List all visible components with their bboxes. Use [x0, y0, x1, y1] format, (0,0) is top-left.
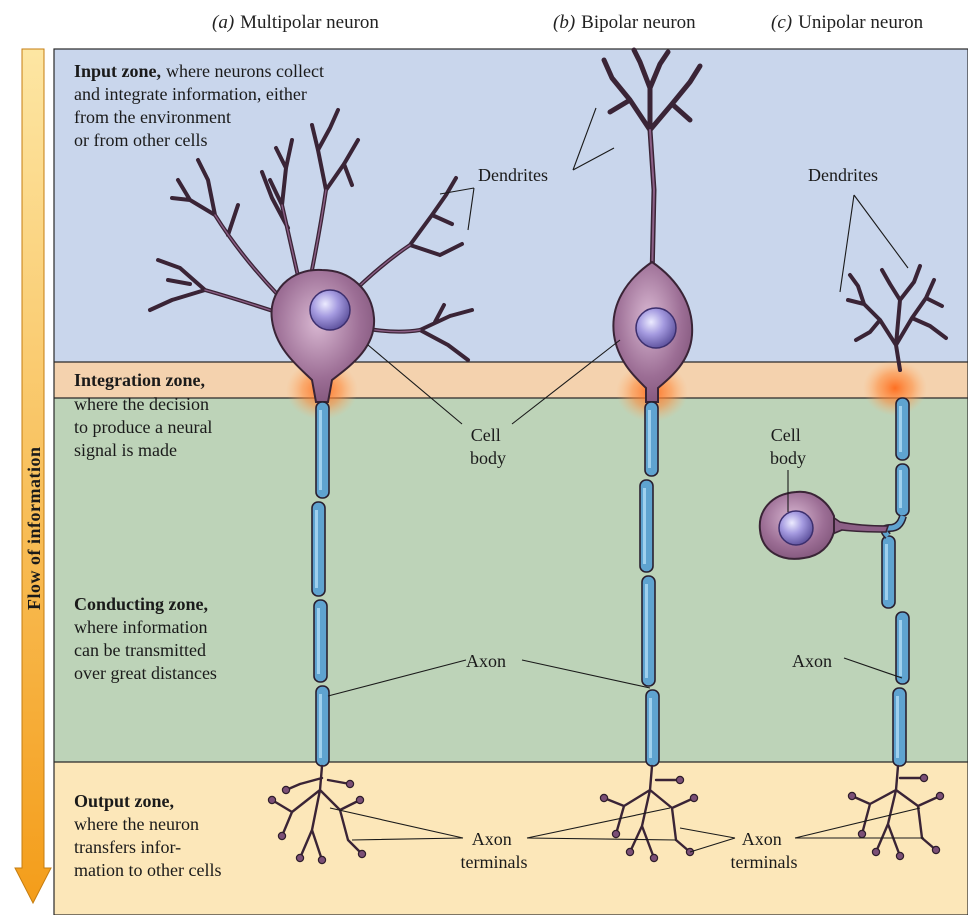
bipolar-nucleus: [636, 308, 676, 348]
multipolar-nucleus: [310, 290, 350, 330]
axon-label-ab: Axon: [466, 651, 506, 671]
caption-multipolar-text: Multipolar neuron: [240, 12, 379, 33]
dendrites-label-c: Dendrites: [808, 165, 878, 185]
conducting-zone-band: [54, 398, 968, 762]
output-zone-title: Output zone,: [74, 791, 174, 811]
caption-bipolar: (b)Bipolar neuron: [553, 12, 696, 33]
trigger-zone-glow-c: [863, 360, 927, 416]
caption-bipolar-text: Bipolar neuron: [581, 12, 696, 33]
flow-of-information-arrow: Flow of information: [15, 49, 51, 903]
axon-label-c: Axon: [792, 651, 832, 671]
input-zone-title: Input zone,: [74, 61, 161, 81]
integration-zone-title: Integration zone,: [74, 370, 205, 390]
unipolar-nucleus: [779, 511, 813, 545]
dendrites-label-ab: Dendrites: [478, 165, 548, 185]
caption-multipolar: (a)Multipolar neuron: [212, 12, 379, 33]
conducting-zone-title: Conducting zone,: [74, 594, 208, 614]
caption-unipolar: (c)Unipolar neuron: [771, 12, 924, 33]
flow-label: Flow of information: [24, 447, 44, 610]
caption-unipolar-text: Unipolar neuron: [798, 12, 924, 33]
